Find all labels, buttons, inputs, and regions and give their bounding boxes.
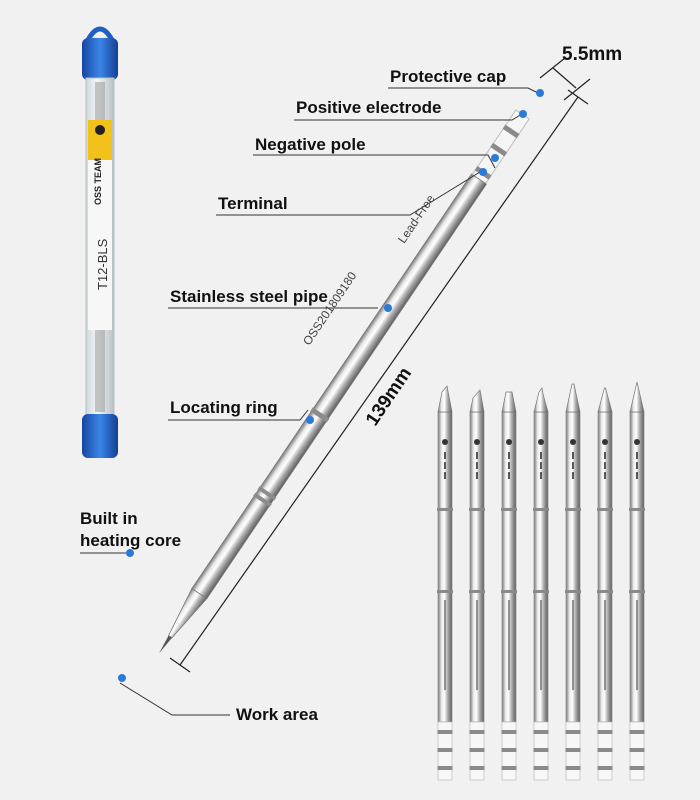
label-protective-cap: Protective cap bbox=[390, 67, 507, 86]
label-built-in-heating-core: Built in heating core bbox=[80, 509, 182, 550]
marker-terminal bbox=[479, 168, 487, 176]
tip-variant bbox=[469, 389, 485, 781]
marker-positive-electrode bbox=[519, 110, 527, 118]
tip-locating-ring bbox=[310, 407, 330, 423]
marker-heating-core bbox=[126, 549, 134, 557]
tip-variant bbox=[437, 385, 453, 781]
packaging-tube bbox=[82, 26, 118, 458]
main-soldering-tip bbox=[159, 109, 530, 654]
tip-cone bbox=[168, 587, 208, 639]
tip-variants-row bbox=[437, 381, 645, 781]
label-negative-pole: Negative pole bbox=[255, 135, 366, 154]
label-locating-ring: Locating ring bbox=[170, 398, 278, 417]
marker-protective-cap bbox=[536, 89, 544, 97]
tube-top-cap bbox=[82, 38, 118, 80]
label-positive-electrode: Positive electrode bbox=[296, 98, 442, 117]
marker-negative-pole bbox=[491, 154, 499, 162]
tip-variant bbox=[565, 383, 581, 781]
label-stainless-steel-pipe: Stainless steel pipe bbox=[170, 287, 328, 306]
tip-variant bbox=[533, 387, 549, 781]
tube-label-white bbox=[88, 160, 112, 330]
marker-steel-pipe bbox=[384, 304, 392, 312]
tube-bottom-cap bbox=[82, 414, 118, 458]
tip-variant bbox=[629, 381, 645, 781]
tip-variant bbox=[597, 387, 613, 781]
label-work-area: Work area bbox=[236, 705, 318, 724]
marker-work-area bbox=[118, 674, 126, 682]
callout-markers bbox=[118, 89, 544, 682]
tube-hanger bbox=[85, 26, 115, 42]
length-dimension-line bbox=[169, 89, 589, 673]
tip-variant bbox=[501, 391, 517, 781]
marker-locating-ring bbox=[306, 416, 314, 424]
label-terminal: Terminal bbox=[218, 194, 288, 213]
tube-model-text: T12-BLS bbox=[95, 238, 110, 290]
diameter-dimension-line bbox=[539, 57, 591, 101]
leader-lines bbox=[80, 87, 541, 716]
diameter-label: 5.5mm bbox=[562, 44, 623, 65]
tube-brand-text: OSS TEAM bbox=[93, 157, 103, 205]
